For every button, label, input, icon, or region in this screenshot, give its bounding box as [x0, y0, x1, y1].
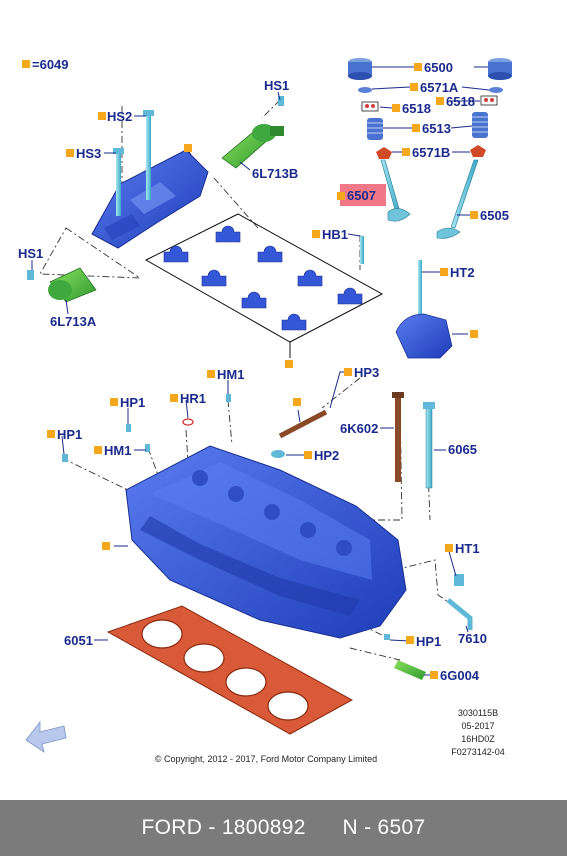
footer-n-value: 6507 — [377, 816, 426, 839]
doc-info: 3030115B 05-2017 16HD0Z F0273142-04 — [451, 708, 505, 757]
marker-square-icon — [22, 60, 30, 68]
marker-squares — [47, 63, 478, 679]
legend-label: =6049 — [32, 57, 69, 72]
footer-part-number: 1800892 — [221, 816, 306, 839]
tappet-6500-right[interactable] — [488, 58, 512, 80]
doc-info-line: 05-2017 — [461, 721, 494, 731]
tappet-6500-left[interactable] — [348, 58, 372, 80]
bolt-6065[interactable] — [423, 402, 435, 489]
label-HT1[interactable]: HT1 — [455, 541, 480, 556]
doc-info-line: 3030115B — [458, 708, 498, 718]
footer-bar: FORD - 1800892 N - 6507 — [0, 800, 567, 856]
cylinder-head[interactable] — [125, 445, 407, 639]
label-6571B[interactable]: 6571B — [412, 145, 450, 160]
solenoid-6L713B[interactable] — [221, 124, 284, 169]
pipe-7610[interactable] — [446, 598, 473, 630]
sensor-6G004[interactable] — [394, 660, 426, 680]
label-7610[interactable]: 7610 — [458, 631, 487, 646]
highlight-box — [340, 184, 386, 206]
bolt-HS3[interactable] — [113, 148, 124, 216]
doc-info-line: F0273142-04 — [451, 747, 505, 757]
valve-keys-6518[interactable] — [361, 95, 498, 112]
solenoid-6L713A[interactable] — [48, 267, 97, 303]
label-HP1-bottom[interactable]: HP1 — [416, 634, 441, 649]
sensor-HT1[interactable] — [454, 574, 464, 586]
label-6065[interactable]: 6065 — [448, 442, 477, 457]
bolt-6K602[interactable] — [392, 392, 404, 482]
label-HS1-top[interactable]: HS1 — [264, 78, 289, 93]
label-HP1-top[interactable]: HP1 — [120, 395, 145, 410]
label-6518-b[interactable]: 6518 — [446, 94, 475, 109]
label-6507[interactable]: 6507 — [347, 188, 376, 203]
footer-n-label: N — [342, 816, 358, 839]
leader-lines — [31, 66, 490, 676]
bearing-caps-frame — [144, 213, 384, 358]
label-HS3[interactable]: HS3 — [76, 146, 101, 161]
footer-gap — [306, 816, 343, 840]
valve-seal-6571B[interactable] — [376, 145, 486, 159]
label-HS1-left[interactable]: HS1 — [18, 246, 43, 261]
label-HT2[interactable]: HT2 — [450, 265, 475, 280]
head-gasket-6051[interactable] — [106, 605, 354, 735]
bearing-caps[interactable] — [163, 225, 363, 331]
part-labels: 6500 6571A 6518 6518 6513 6571B 6507 650… — [18, 60, 509, 683]
parts-diagram: =6049 — [18, 57, 512, 764]
label-HR1[interactable]: HR1 — [180, 391, 206, 406]
label-6518-a[interactable]: 6518 — [402, 101, 431, 116]
intake-valve-6507[interactable] — [380, 159, 411, 222]
label-HB1[interactable]: HB1 — [322, 227, 348, 242]
tube-HP3[interactable] — [278, 409, 328, 439]
bolt-HB1[interactable] — [360, 236, 364, 264]
retainer-6571A[interactable] — [358, 87, 503, 93]
label-HP2[interactable]: HP2 — [314, 448, 339, 463]
label-6L713A[interactable]: 6L713A — [50, 314, 97, 329]
bolt-HS1-top[interactable] — [278, 96, 284, 106]
small-plugs[interactable] — [62, 394, 390, 640]
label-6K602[interactable]: 6K602 — [340, 421, 378, 436]
thrust-bracket[interactable] — [395, 313, 453, 359]
direction-arrow-icon — [25, 720, 67, 753]
doc-info-line: 16HD0Z — [461, 734, 495, 744]
label-6051[interactable]: 6051 — [64, 633, 93, 648]
copyright-text: © Copyright, 2012 - 2017, Ford Motor Com… — [155, 754, 377, 764]
label-6L713B[interactable]: 6L713B — [252, 166, 298, 181]
o-ring-HR1[interactable] — [182, 418, 194, 426]
footer-sep-2: - — [357, 816, 378, 839]
plug-HP2[interactable] — [271, 450, 285, 458]
legend: =6049 — [22, 57, 69, 72]
label-HM1-top[interactable]: HM1 — [217, 367, 244, 382]
label-HM1-left[interactable]: HM1 — [104, 443, 131, 458]
label-HS2[interactable]: HS2 — [107, 109, 132, 124]
exhaust-valve-6505[interactable] — [436, 159, 479, 239]
bolt-HS2[interactable] — [143, 110, 154, 200]
valve-spring-6513[interactable] — [367, 112, 488, 140]
bolt-HT2[interactable] — [418, 260, 422, 330]
label-6G004[interactable]: 6G004 — [440, 668, 480, 683]
label-6571A[interactable]: 6571A — [420, 80, 459, 95]
label-6513[interactable]: 6513 — [422, 121, 451, 136]
footer-sep-1: - — [202, 816, 222, 839]
label-6500[interactable]: 6500 — [424, 60, 453, 75]
bolt-HS1-left[interactable] — [27, 270, 34, 280]
label-HP3[interactable]: HP3 — [354, 365, 379, 380]
footer-brand: FORD — [141, 816, 203, 839]
label-6505[interactable]: 6505 — [480, 208, 509, 223]
label-HP1-left[interactable]: HP1 — [57, 427, 82, 442]
